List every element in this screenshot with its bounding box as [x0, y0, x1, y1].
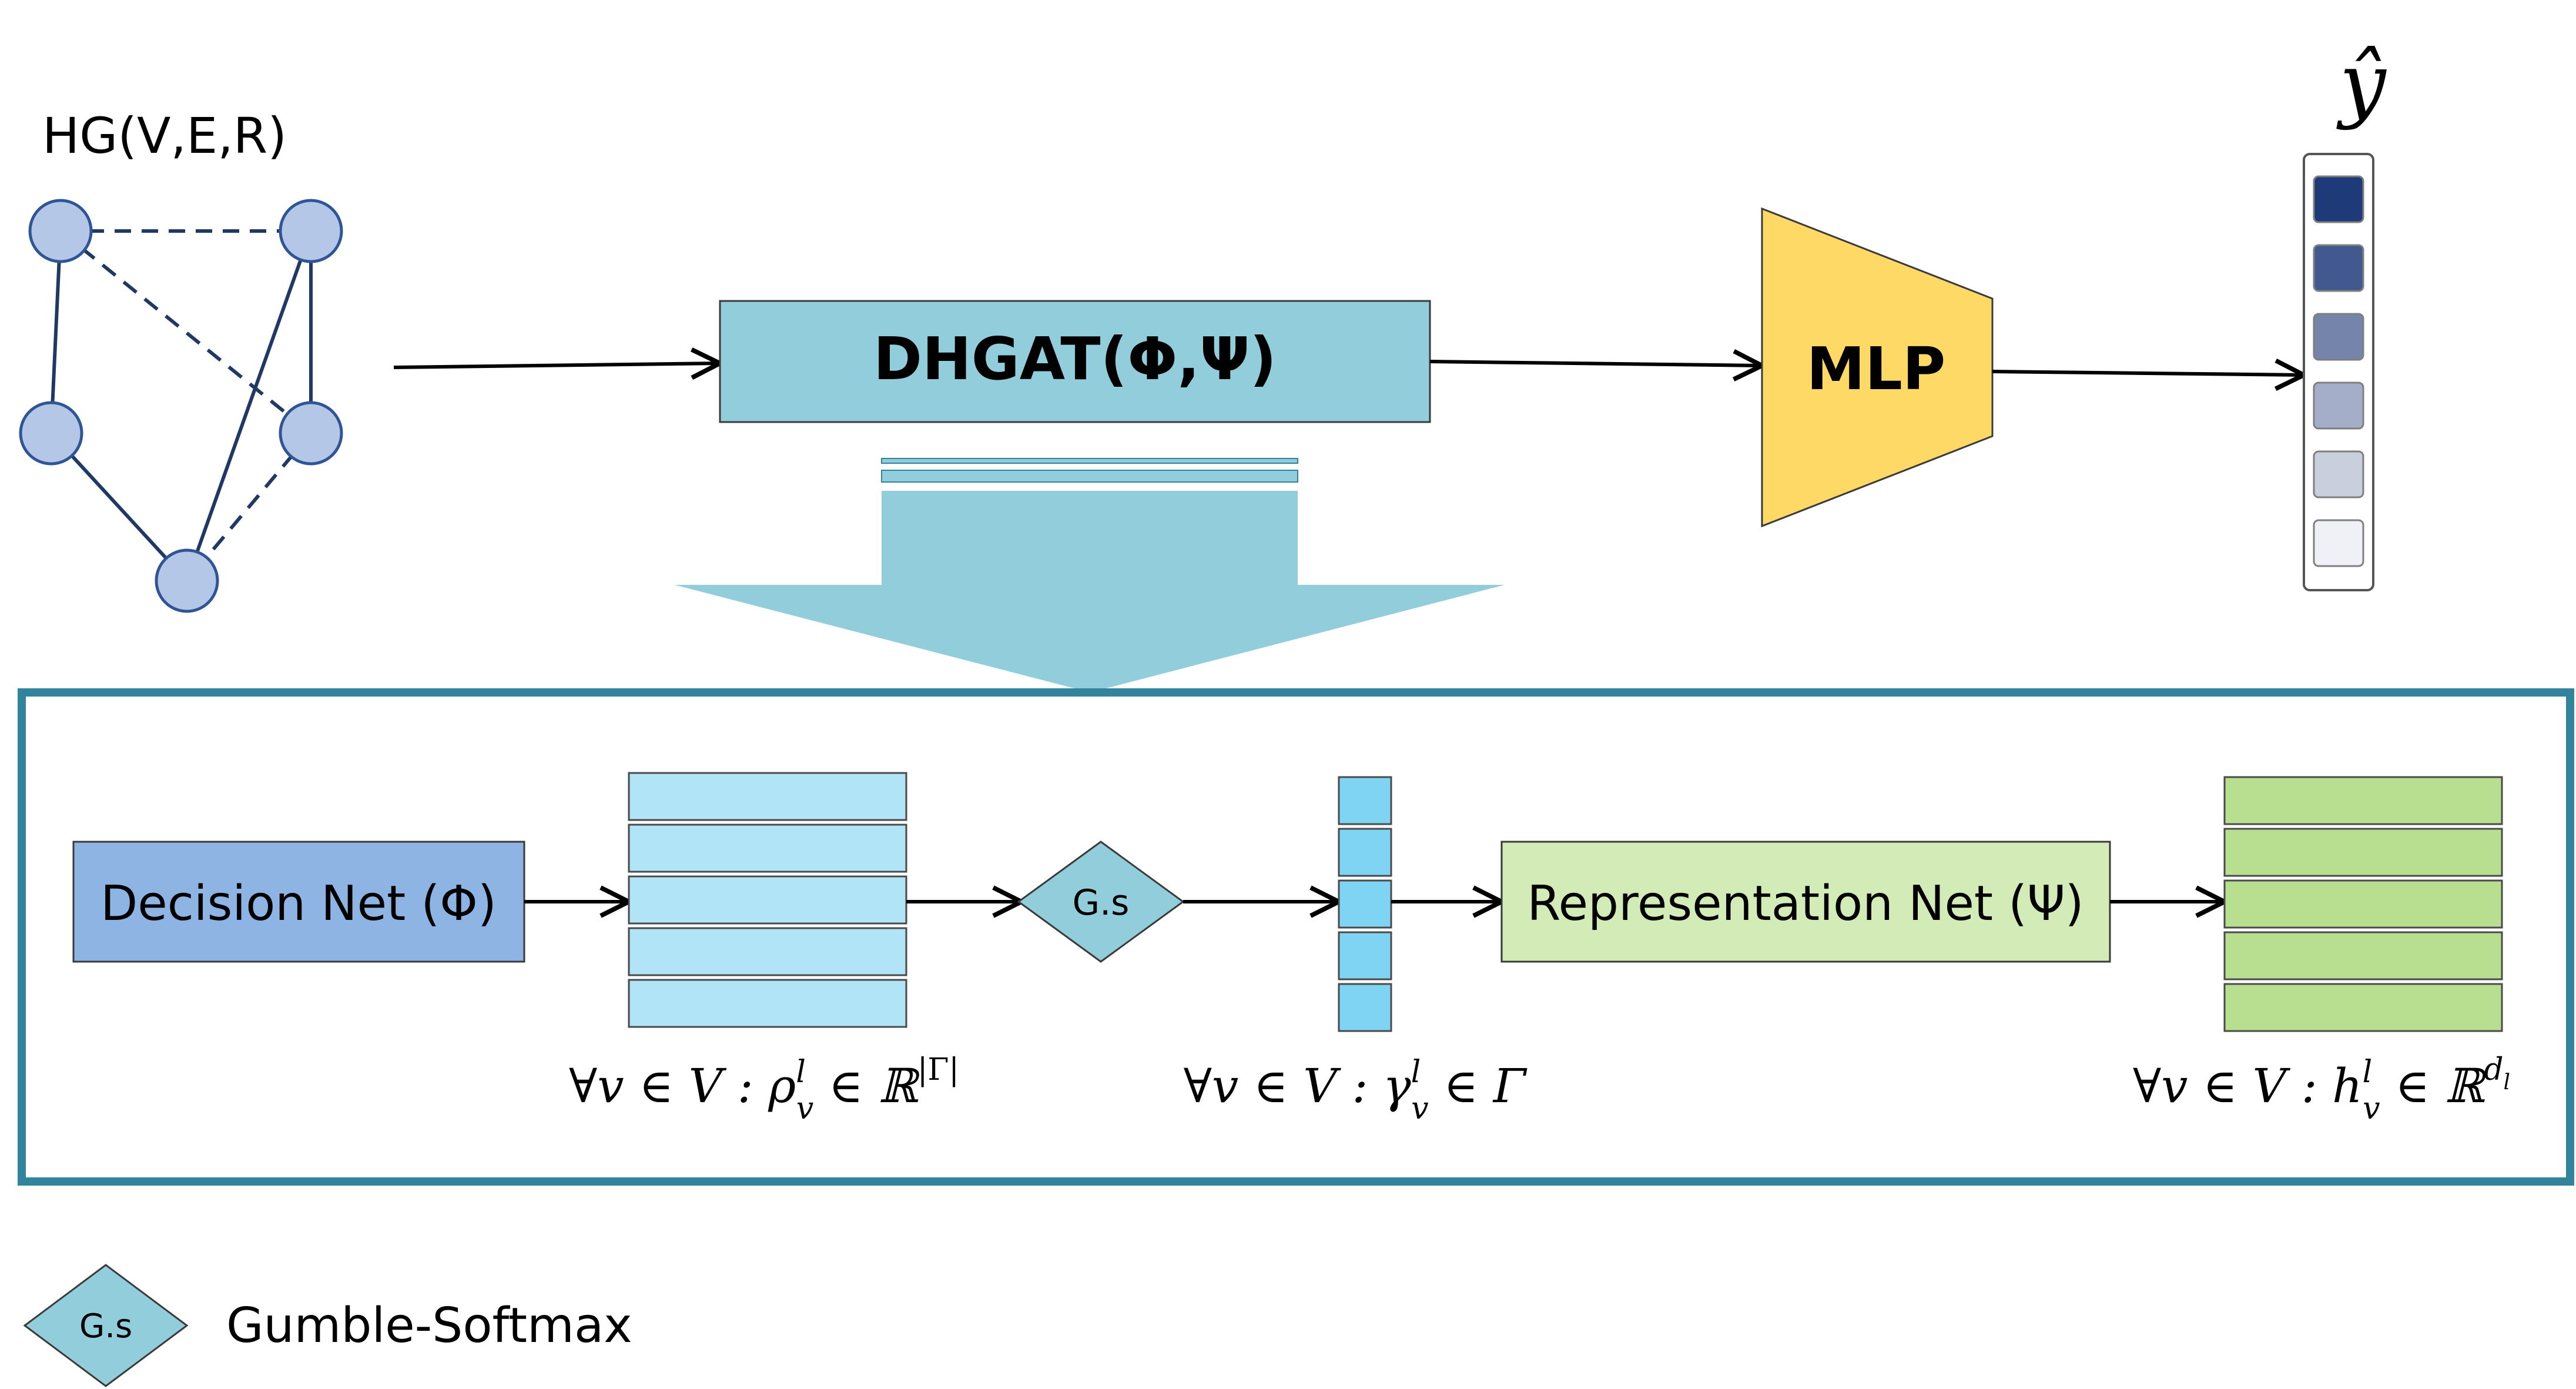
dhgat-label: DHGAT(Φ,Ψ)	[873, 324, 1277, 393]
expansion-arrow	[675, 458, 1505, 692]
graph-node-1	[28, 199, 93, 263]
expansion-stripe-2	[881, 470, 1298, 483]
graph-edges	[49, 229, 313, 583]
edge-4-5-dashed	[185, 432, 313, 582]
decision-net-label: Decision Net (Φ)	[101, 876, 497, 932]
gamma-cell	[1338, 879, 1392, 929]
graph-label: HG(V,E,R)	[42, 107, 287, 165]
h-row	[2223, 828, 2503, 877]
rho-row	[628, 875, 907, 925]
rho-row	[628, 927, 907, 976]
arrow-mlp-to-output	[1992, 371, 2304, 375]
rho-row	[628, 979, 907, 1028]
gamma-cell	[1338, 776, 1392, 825]
output-label: ŷ	[2336, 36, 2387, 132]
h-vector-stack	[2223, 776, 2503, 1032]
gumbel-softmax-node	[1017, 841, 1185, 963]
gamma-cell	[1338, 983, 1392, 1032]
gs-label: G.s	[1073, 882, 1130, 923]
graph-node-2	[279, 199, 343, 263]
expansion-arrow-body	[675, 491, 1505, 692]
expansion-stripe-1	[881, 458, 1298, 464]
legend-description: Gumble-Softmax	[226, 1298, 632, 1354]
arrow-dhgat-to-mlp	[1429, 362, 1762, 366]
rho-row	[628, 772, 907, 821]
h-row	[2223, 983, 2503, 1032]
representation-net-box	[1500, 841, 2111, 963]
edge-1-3	[49, 230, 62, 434]
decision-net-box	[72, 841, 525, 963]
edge-2-5	[185, 230, 313, 582]
legend-gs-symbol	[23, 1264, 189, 1387]
gamma-vector-stack	[1338, 776, 1392, 1032]
edge-3-5	[49, 431, 189, 583]
rho-vector-stack	[628, 772, 907, 1028]
dhgat-box	[719, 300, 1431, 423]
output-cell	[2313, 175, 2364, 223]
output-cell	[2313, 313, 2364, 361]
gamma-cell	[1338, 931, 1392, 980]
mlp-block	[1761, 207, 1994, 528]
representation-net-label: Representation Net (Ψ)	[1527, 876, 2083, 932]
output-cell	[2313, 519, 2364, 567]
graph-nodes	[19, 199, 343, 613]
detail-frame	[18, 688, 2574, 1186]
graph-node-5	[155, 548, 219, 613]
mlp-label: MLP	[1807, 334, 1946, 403]
output-cell	[2313, 381, 2364, 430]
h-row	[2223, 879, 2503, 929]
graph-node-4	[279, 401, 343, 466]
rho-row	[628, 824, 907, 873]
output-cell	[2313, 244, 2364, 292]
h-row	[2223, 931, 2503, 980]
graph-node-3	[19, 401, 83, 466]
legend-gs-label: G.s	[79, 1307, 132, 1346]
output-cell	[2313, 450, 2364, 498]
gamma-cell	[1338, 828, 1392, 877]
output-vector-cells	[2313, 175, 2364, 567]
h-row	[2223, 776, 2503, 825]
arrow-graph-to-dhgat	[393, 363, 720, 367]
